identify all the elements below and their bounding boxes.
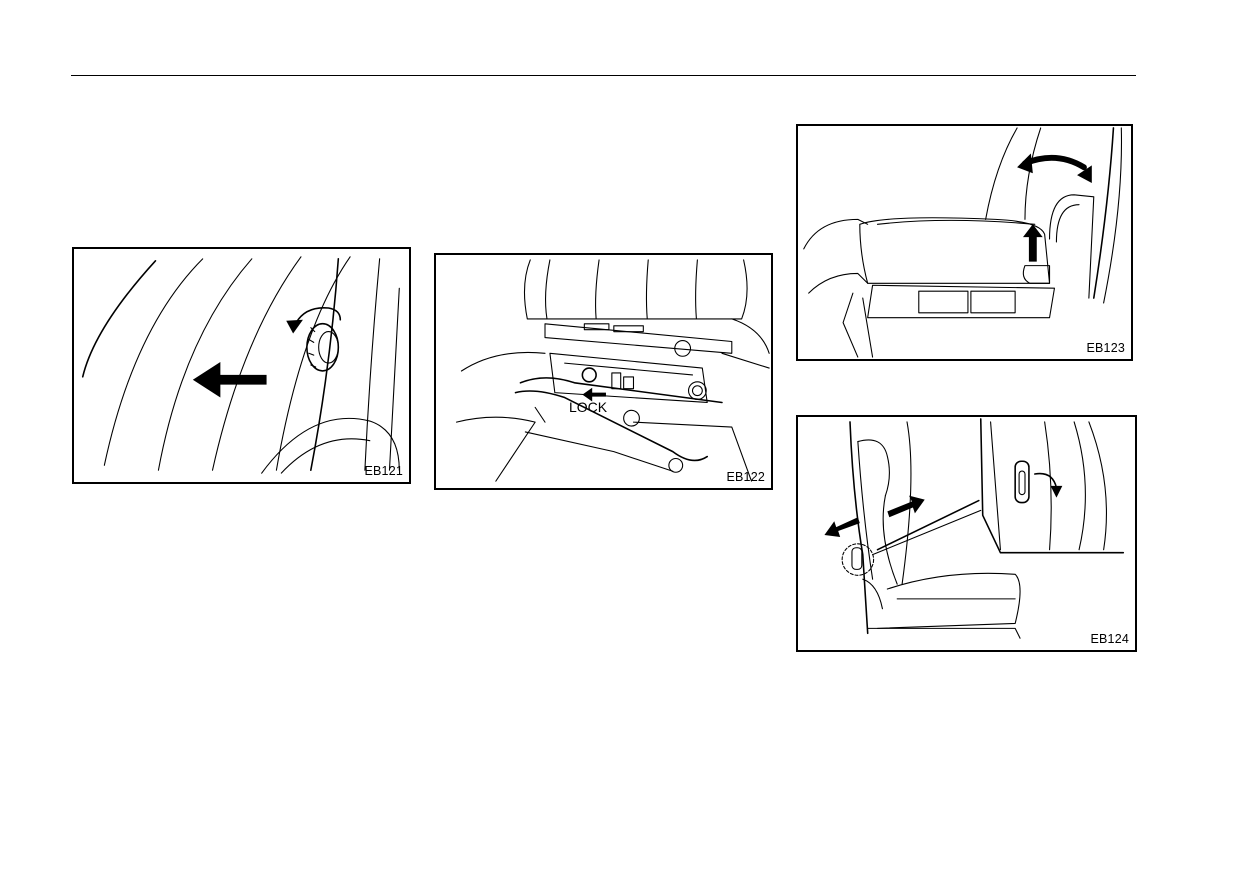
rotate-arrow-icon [286, 319, 303, 334]
backward-arrow-icon [824, 517, 860, 537]
forward-arrow-icon [887, 495, 925, 518]
figure-eb121: EB121 [72, 247, 411, 484]
seat-height-lever-illustration [803, 127, 1123, 358]
left-arrow-icon [192, 362, 267, 398]
header-rule [71, 75, 1136, 76]
lever-rotate-arrow-icon [1050, 485, 1063, 498]
lumbar-lever-illustration [824, 418, 1125, 639]
seatback-knob-illustration [81, 256, 400, 474]
figure-code: EB122 [726, 470, 765, 484]
tilt-arrow-right-icon [1077, 165, 1092, 184]
up-arrow-icon [1022, 224, 1043, 262]
figure-code: EB123 [1086, 341, 1125, 355]
figure-eb122: LOCK EB122 [434, 253, 773, 490]
lock-label: LOCK [569, 399, 608, 415]
figure-code: EB124 [1090, 632, 1129, 646]
figure-eb123: EB123 [796, 124, 1133, 361]
lock-arrow-icon [582, 387, 606, 402]
figure-code: EB121 [364, 464, 403, 478]
tilt-arrow-left-icon [1017, 153, 1033, 174]
figure-eb124: EB124 [796, 415, 1137, 652]
seat-slide-lock-illustration [455, 259, 770, 482]
